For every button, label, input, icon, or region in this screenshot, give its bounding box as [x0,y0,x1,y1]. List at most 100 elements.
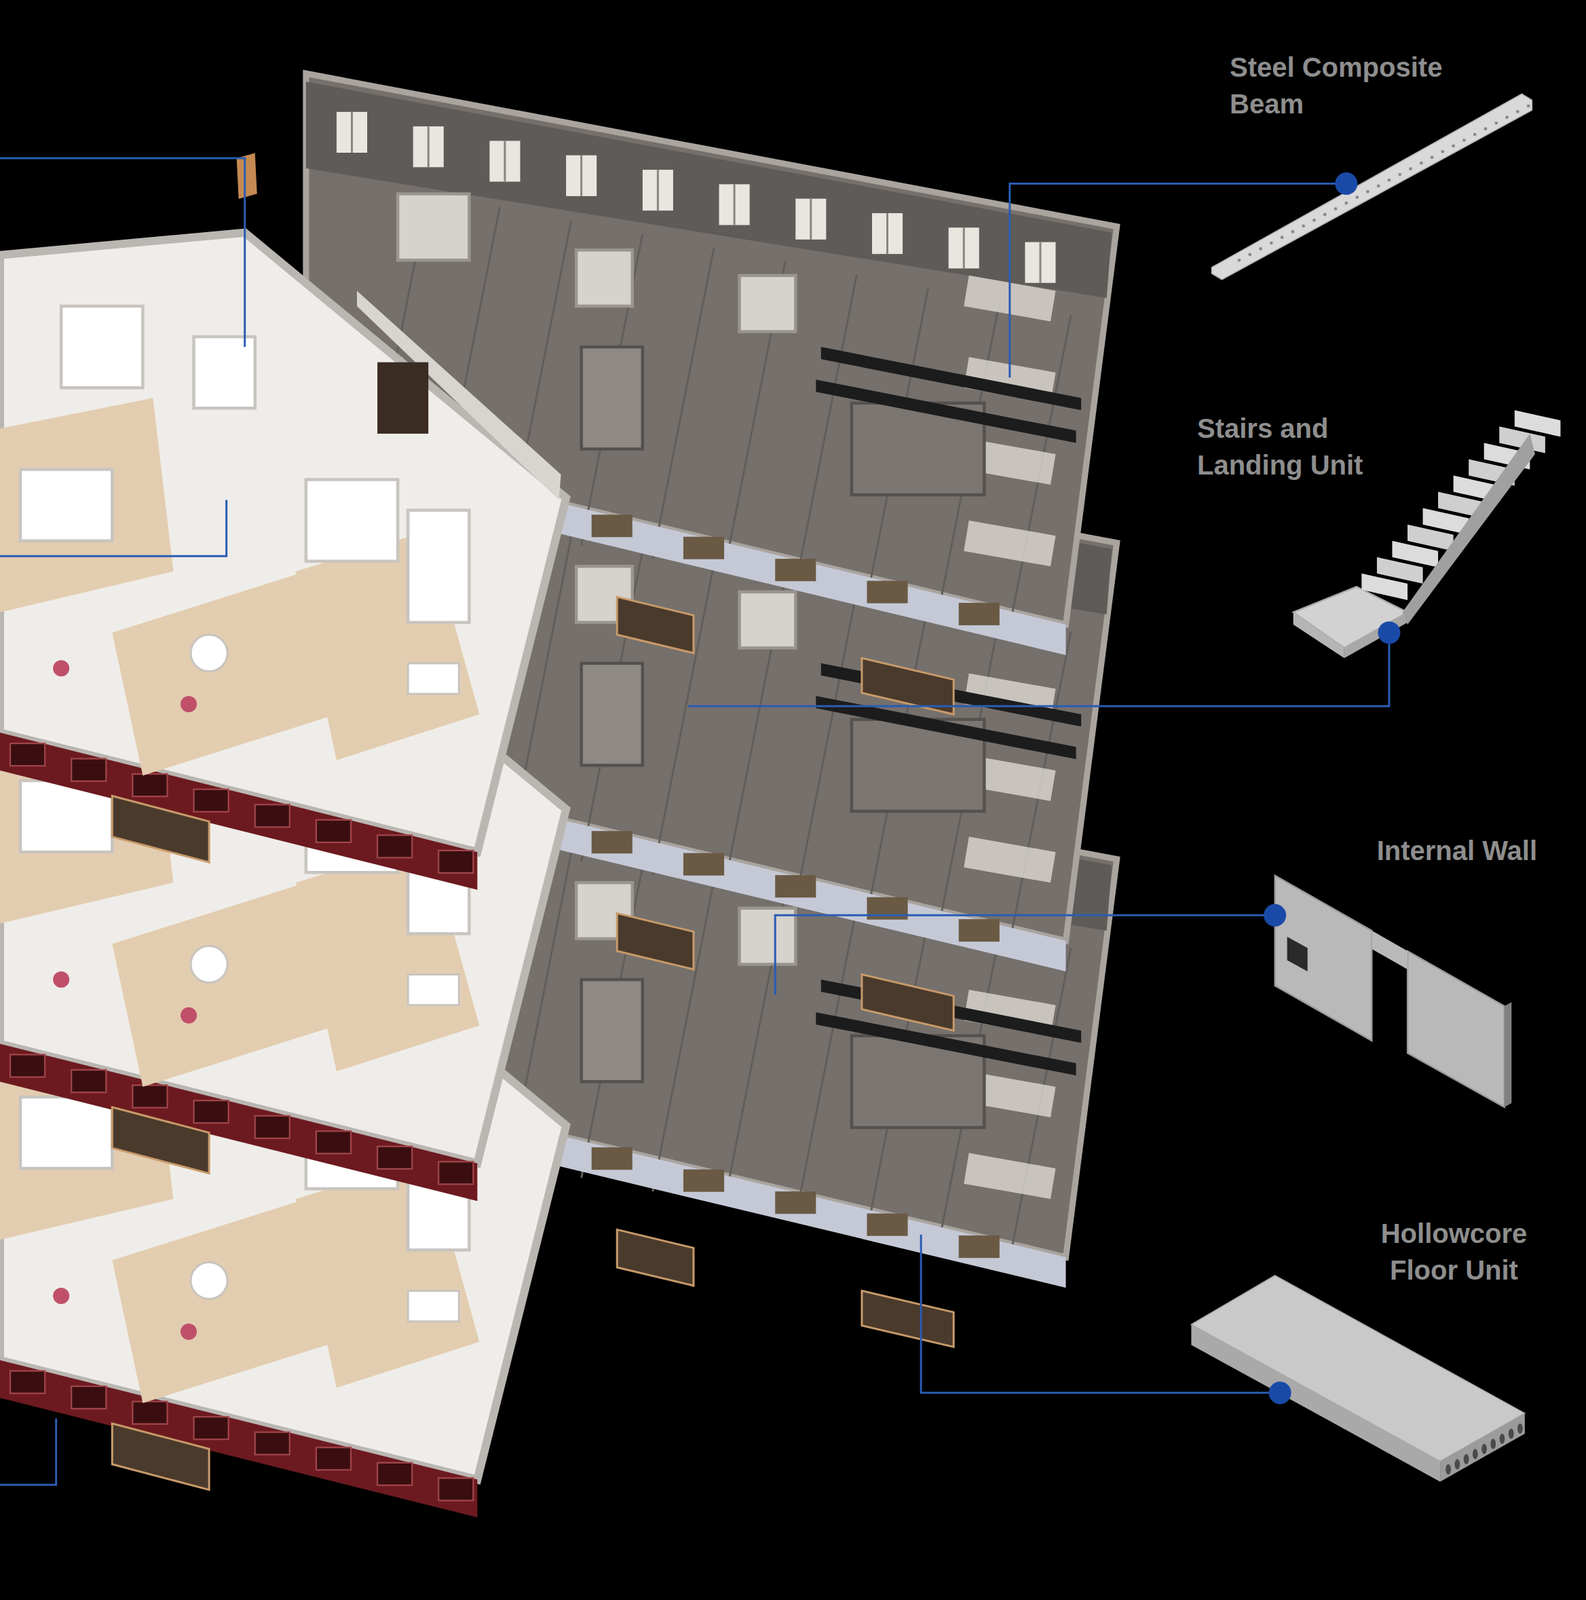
hollowcore-core [1508,1427,1515,1439]
leader-line [775,914,1275,995]
brick-facade [0,1043,478,1201]
window-frame [1039,242,1042,283]
window [683,853,725,876]
window [194,1100,229,1123]
room-wall [20,1096,112,1168]
steel-beam [821,346,1082,410]
window [132,773,167,797]
window [71,1385,106,1409]
window-frame [580,155,583,197]
leader-line [0,500,227,557]
window [866,1213,908,1236]
service-room [739,908,797,965]
beam-hole [1516,109,1520,114]
window [866,580,908,604]
beam-hole [1323,213,1327,217]
front-wall [555,502,1066,655]
floor-joint [795,590,857,902]
hollowcore-core [1472,1448,1479,1460]
window [1024,242,1056,283]
service-room [739,275,797,332]
beam-hole [1494,121,1498,125]
hollowcore-end [1440,1412,1525,1482]
leader-dot [1263,903,1287,927]
wall-panel [1275,875,1373,1042]
hollowcore-core [1463,1453,1470,1464]
balcony [111,795,210,862]
wall-panel [1407,950,1505,1107]
window [413,126,444,167]
beam-hole [1526,104,1531,108]
landing-edge [1293,612,1345,659]
window [316,819,351,843]
window [255,1431,290,1455]
beam-hole [1269,241,1274,245]
window [642,169,674,211]
window [194,789,229,812]
window [10,1370,45,1394]
room-wall [306,479,398,561]
beam-hole [1334,206,1338,211]
staircase [377,362,429,434]
beam-hole [1398,173,1402,177]
beam-hole [1344,201,1348,205]
beam-hole [1280,235,1285,239]
beam-hole [1355,195,1359,199]
window [438,850,474,873]
window [132,1085,167,1108]
beam-hole [1408,166,1413,171]
balcony [111,1106,210,1174]
part-label: Stairs and Landing Unit [1197,409,1422,484]
service-room [739,591,797,649]
window-frame [427,126,430,167]
floor-joint [652,247,714,559]
balcony [861,974,954,1031]
leader-dot [1269,1381,1292,1404]
stair-core [581,979,643,1082]
back-wall [306,81,1112,298]
hollowcore-core [1481,1443,1487,1454]
chair [52,660,70,677]
beam-hole [1430,155,1434,159]
brick-facade [0,1360,478,1517]
window-frame [656,169,659,211]
leader-line [920,1234,1280,1393]
wall-opening [1287,936,1308,972]
beam-hole [1291,230,1295,234]
part-label: Internal Wall [1330,832,1538,869]
brick-facade [0,732,478,890]
floor-joint [795,274,857,585]
leader-dot [1334,172,1358,195]
steel-beam [815,379,1076,443]
balcony [111,1423,210,1490]
window [71,1069,106,1092]
window [948,227,980,269]
balcony [236,152,258,199]
balcony [861,1290,954,1348]
window [683,536,725,560]
beam-hole [1451,144,1456,148]
concrete-floor [306,73,1118,625]
sofa [407,663,459,694]
balcony [616,912,694,970]
wall-lintel [1371,930,1408,970]
beam-hole [1312,218,1316,222]
window-frame [733,183,736,225]
window [591,514,633,537]
hollowcore-side [1191,1324,1441,1481]
beam-hole [1473,133,1477,137]
window [775,558,816,581]
beam-hole [1376,183,1381,188]
leader-line [0,1417,57,1485]
service-room [576,249,633,307]
beam-hole [1387,178,1392,182]
chair [180,695,197,712]
part-label: Steel Composite Beam [1229,48,1461,123]
leader-dot [1377,620,1401,644]
chair [180,1323,197,1340]
hollowcore-core [1517,1423,1523,1434]
window [958,602,1000,626]
table [190,634,228,672]
window [795,198,826,240]
stair-core [581,346,643,449]
